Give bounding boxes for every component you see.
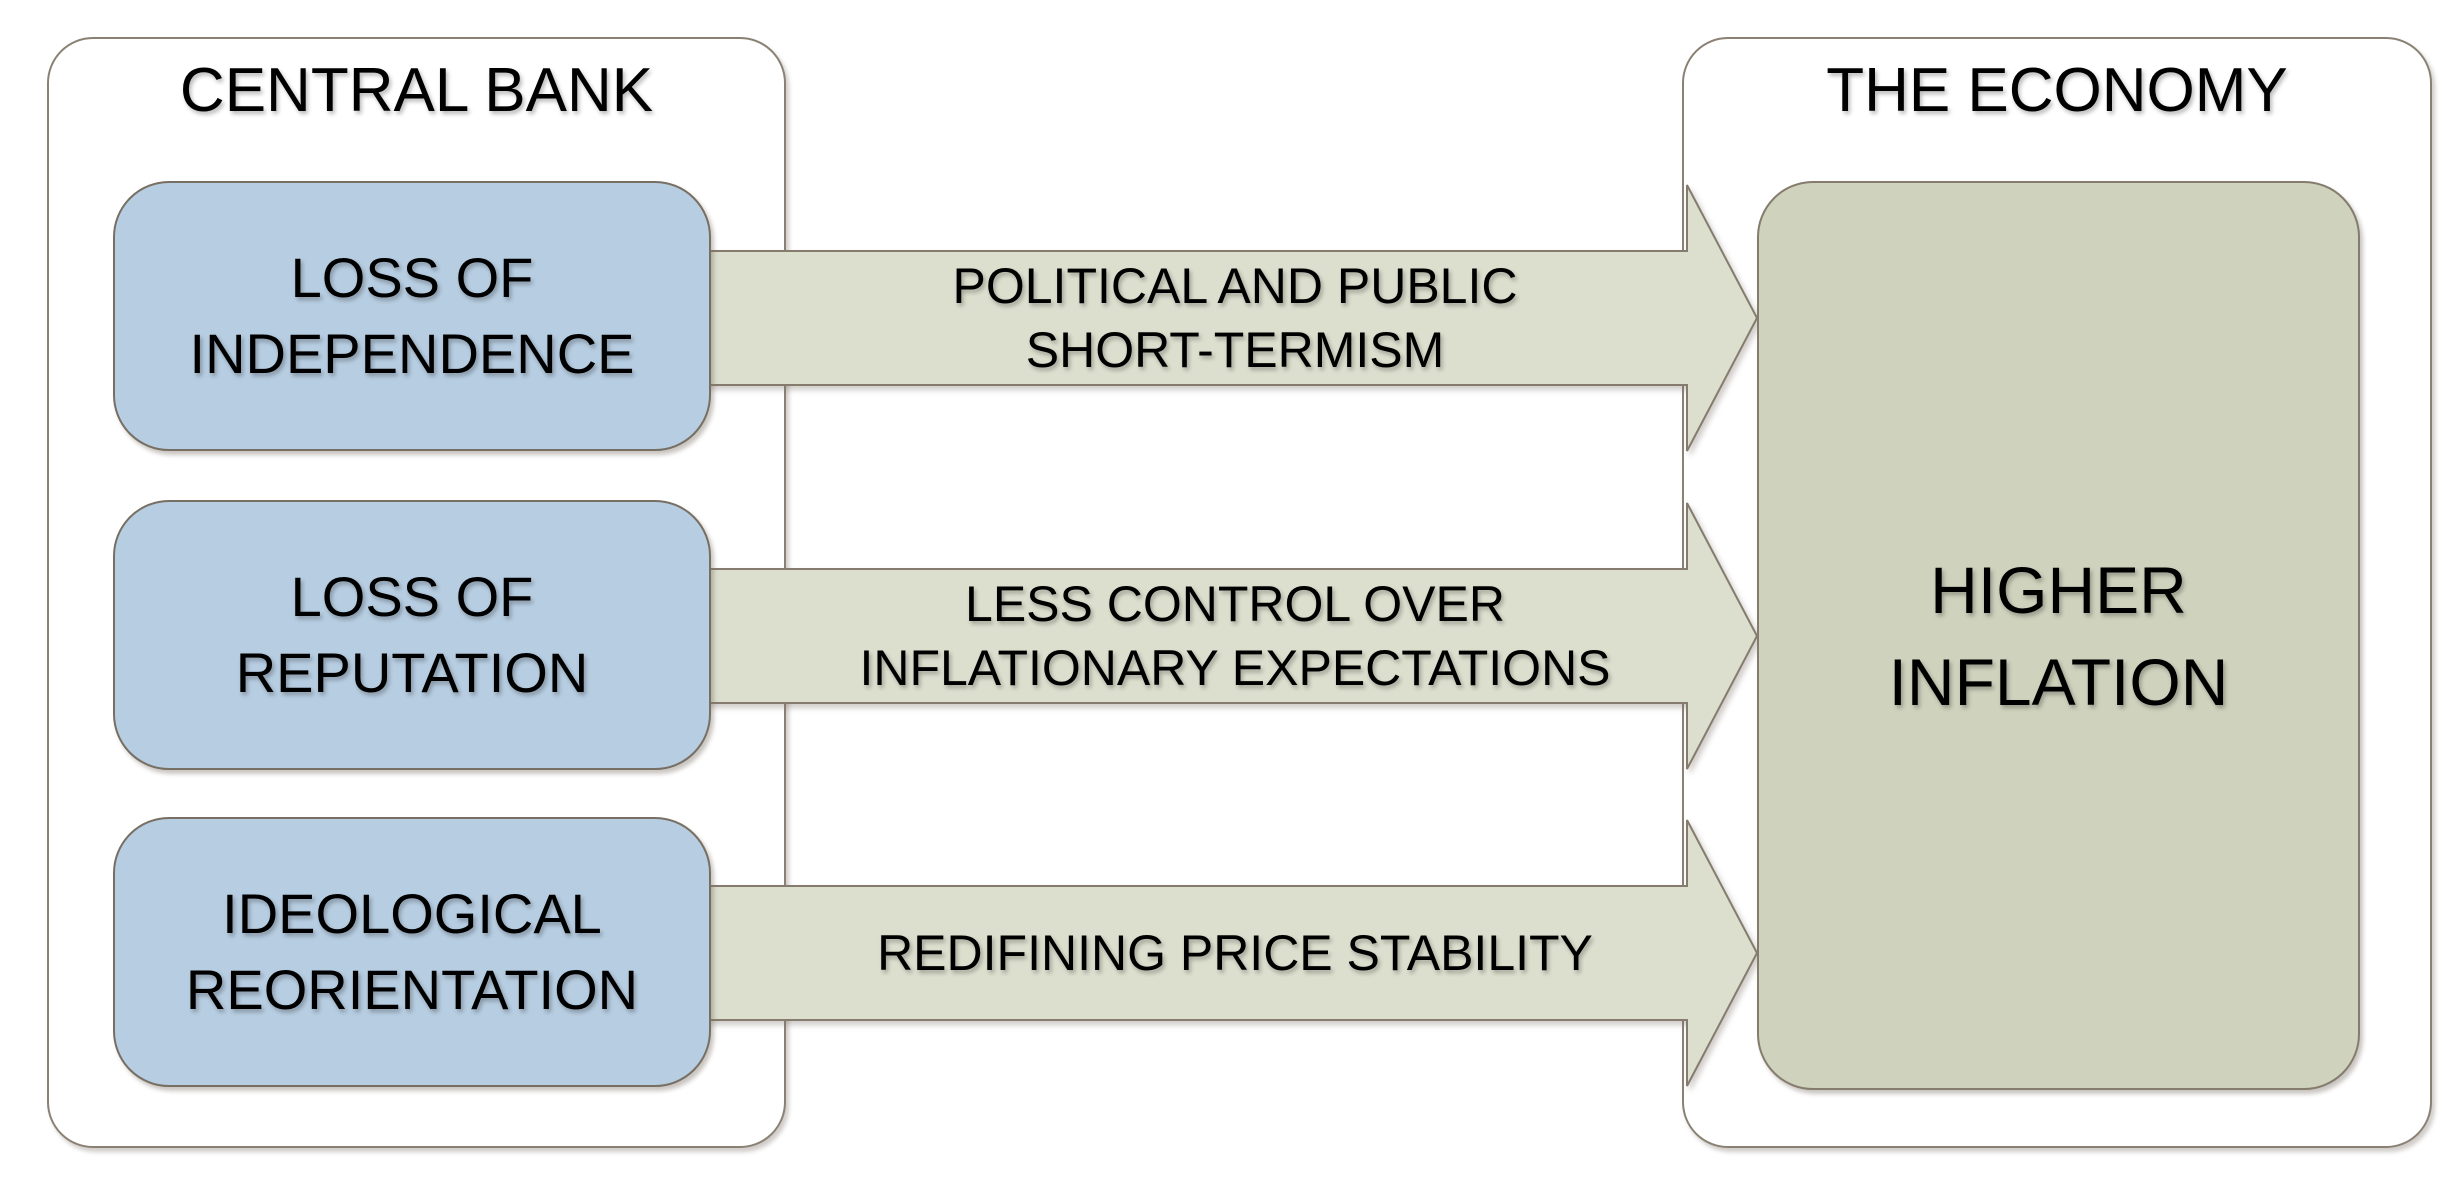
arrow-political-short-termism <box>705 184 1759 452</box>
arrow-label-political-short-termism: POLITICAL AND PUBLIC SHORT-TERMISM <box>713 223 1757 413</box>
arrow-label-line: LESS CONTROL OVER <box>965 576 1505 632</box>
box-label-line: HIGHER <box>1930 552 2187 627</box>
arrow-label-line: REDIFINING PRICE STABILITY <box>877 925 1593 981</box>
box-loss-of-independence: LOSS OF INDEPENDENCE <box>113 181 711 451</box>
box-label-line: LOSS OF <box>290 565 534 628</box>
arrow-label-inflationary-expectations: LESS CONTROL OVER INFLATIONARY EXPECTATI… <box>713 541 1757 731</box>
arrow-redefining-price-stability <box>705 819 1759 1087</box>
economy-title: THE ECONOMY <box>1826 56 2288 125</box>
box-label-line: LOSS OF <box>290 246 534 309</box>
central-bank-title: CENTRAL BANK <box>179 56 654 125</box>
arrow-inflationary-expectations <box>705 502 1759 770</box>
box-label-line: IDEOLOGICAL <box>222 882 602 945</box>
box-label-line: REORIENTATION <box>185 958 639 1021</box>
box-label-line: INDEPENDENCE <box>189 322 635 385</box>
box-label-line: REPUTATION <box>235 641 589 704</box>
arrow-label-line: INFLATIONARY EXPECTATIONS <box>859 640 1611 696</box>
arrow-label-line: SHORT-TERMISM <box>1025 322 1445 378</box>
arrow-label-redefining-price-stability: REDIFINING PRICE STABILITY <box>713 858 1757 1048</box>
box-ideological-reorientation: IDEOLOGICAL REORIENTATION <box>113 817 711 1087</box>
arrow-label-line: POLITICAL AND PUBLIC <box>952 258 1518 314</box>
box-label-line: INFLATION <box>1888 644 2229 719</box>
box-loss-of-reputation: LOSS OF REPUTATION <box>113 500 711 770</box>
box-higher-inflation: HIGHER INFLATION <box>1757 181 2360 1090</box>
